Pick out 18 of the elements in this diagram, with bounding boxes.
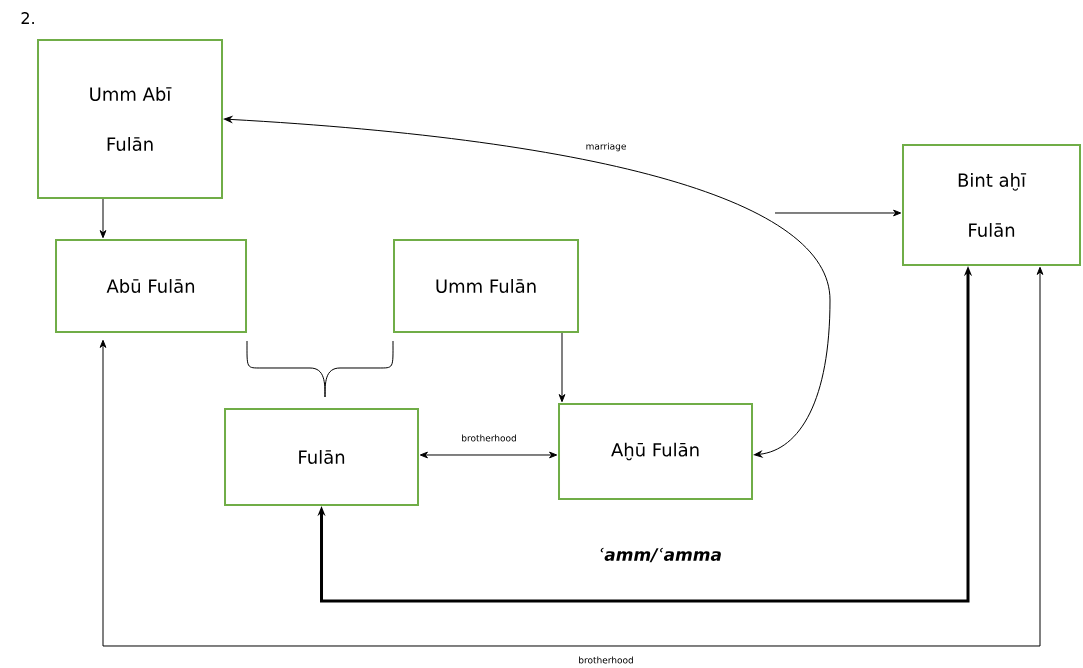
arrow bbox=[99, 266, 1044, 647]
kinship-box: Umm Abī Fulān bbox=[37, 39, 223, 199]
arrow bbox=[558, 332, 566, 403]
kinship-box: Umm Fulān bbox=[393, 239, 579, 333]
brace-line bbox=[324, 340, 394, 398]
arrow bbox=[99, 198, 107, 239]
relation-label: ʿamm/ʿamma bbox=[600, 547, 721, 563]
kinship-box: Abū Fulān bbox=[55, 239, 247, 333]
edge-label: brotherhood bbox=[577, 655, 635, 665]
figure-number: 2. bbox=[21, 12, 34, 24]
arrow bbox=[223, 116, 831, 458]
kinship-box: Aḫū Fulān bbox=[558, 403, 753, 500]
edge-label: marriage bbox=[584, 141, 628, 153]
kinship-box: Fulān bbox=[224, 408, 419, 506]
arrow bbox=[774, 209, 902, 217]
arrow bbox=[419, 451, 558, 459]
edge-label: brotherhood bbox=[460, 433, 518, 443]
kinship-box: Bint aḫī Fulān bbox=[902, 144, 1081, 266]
